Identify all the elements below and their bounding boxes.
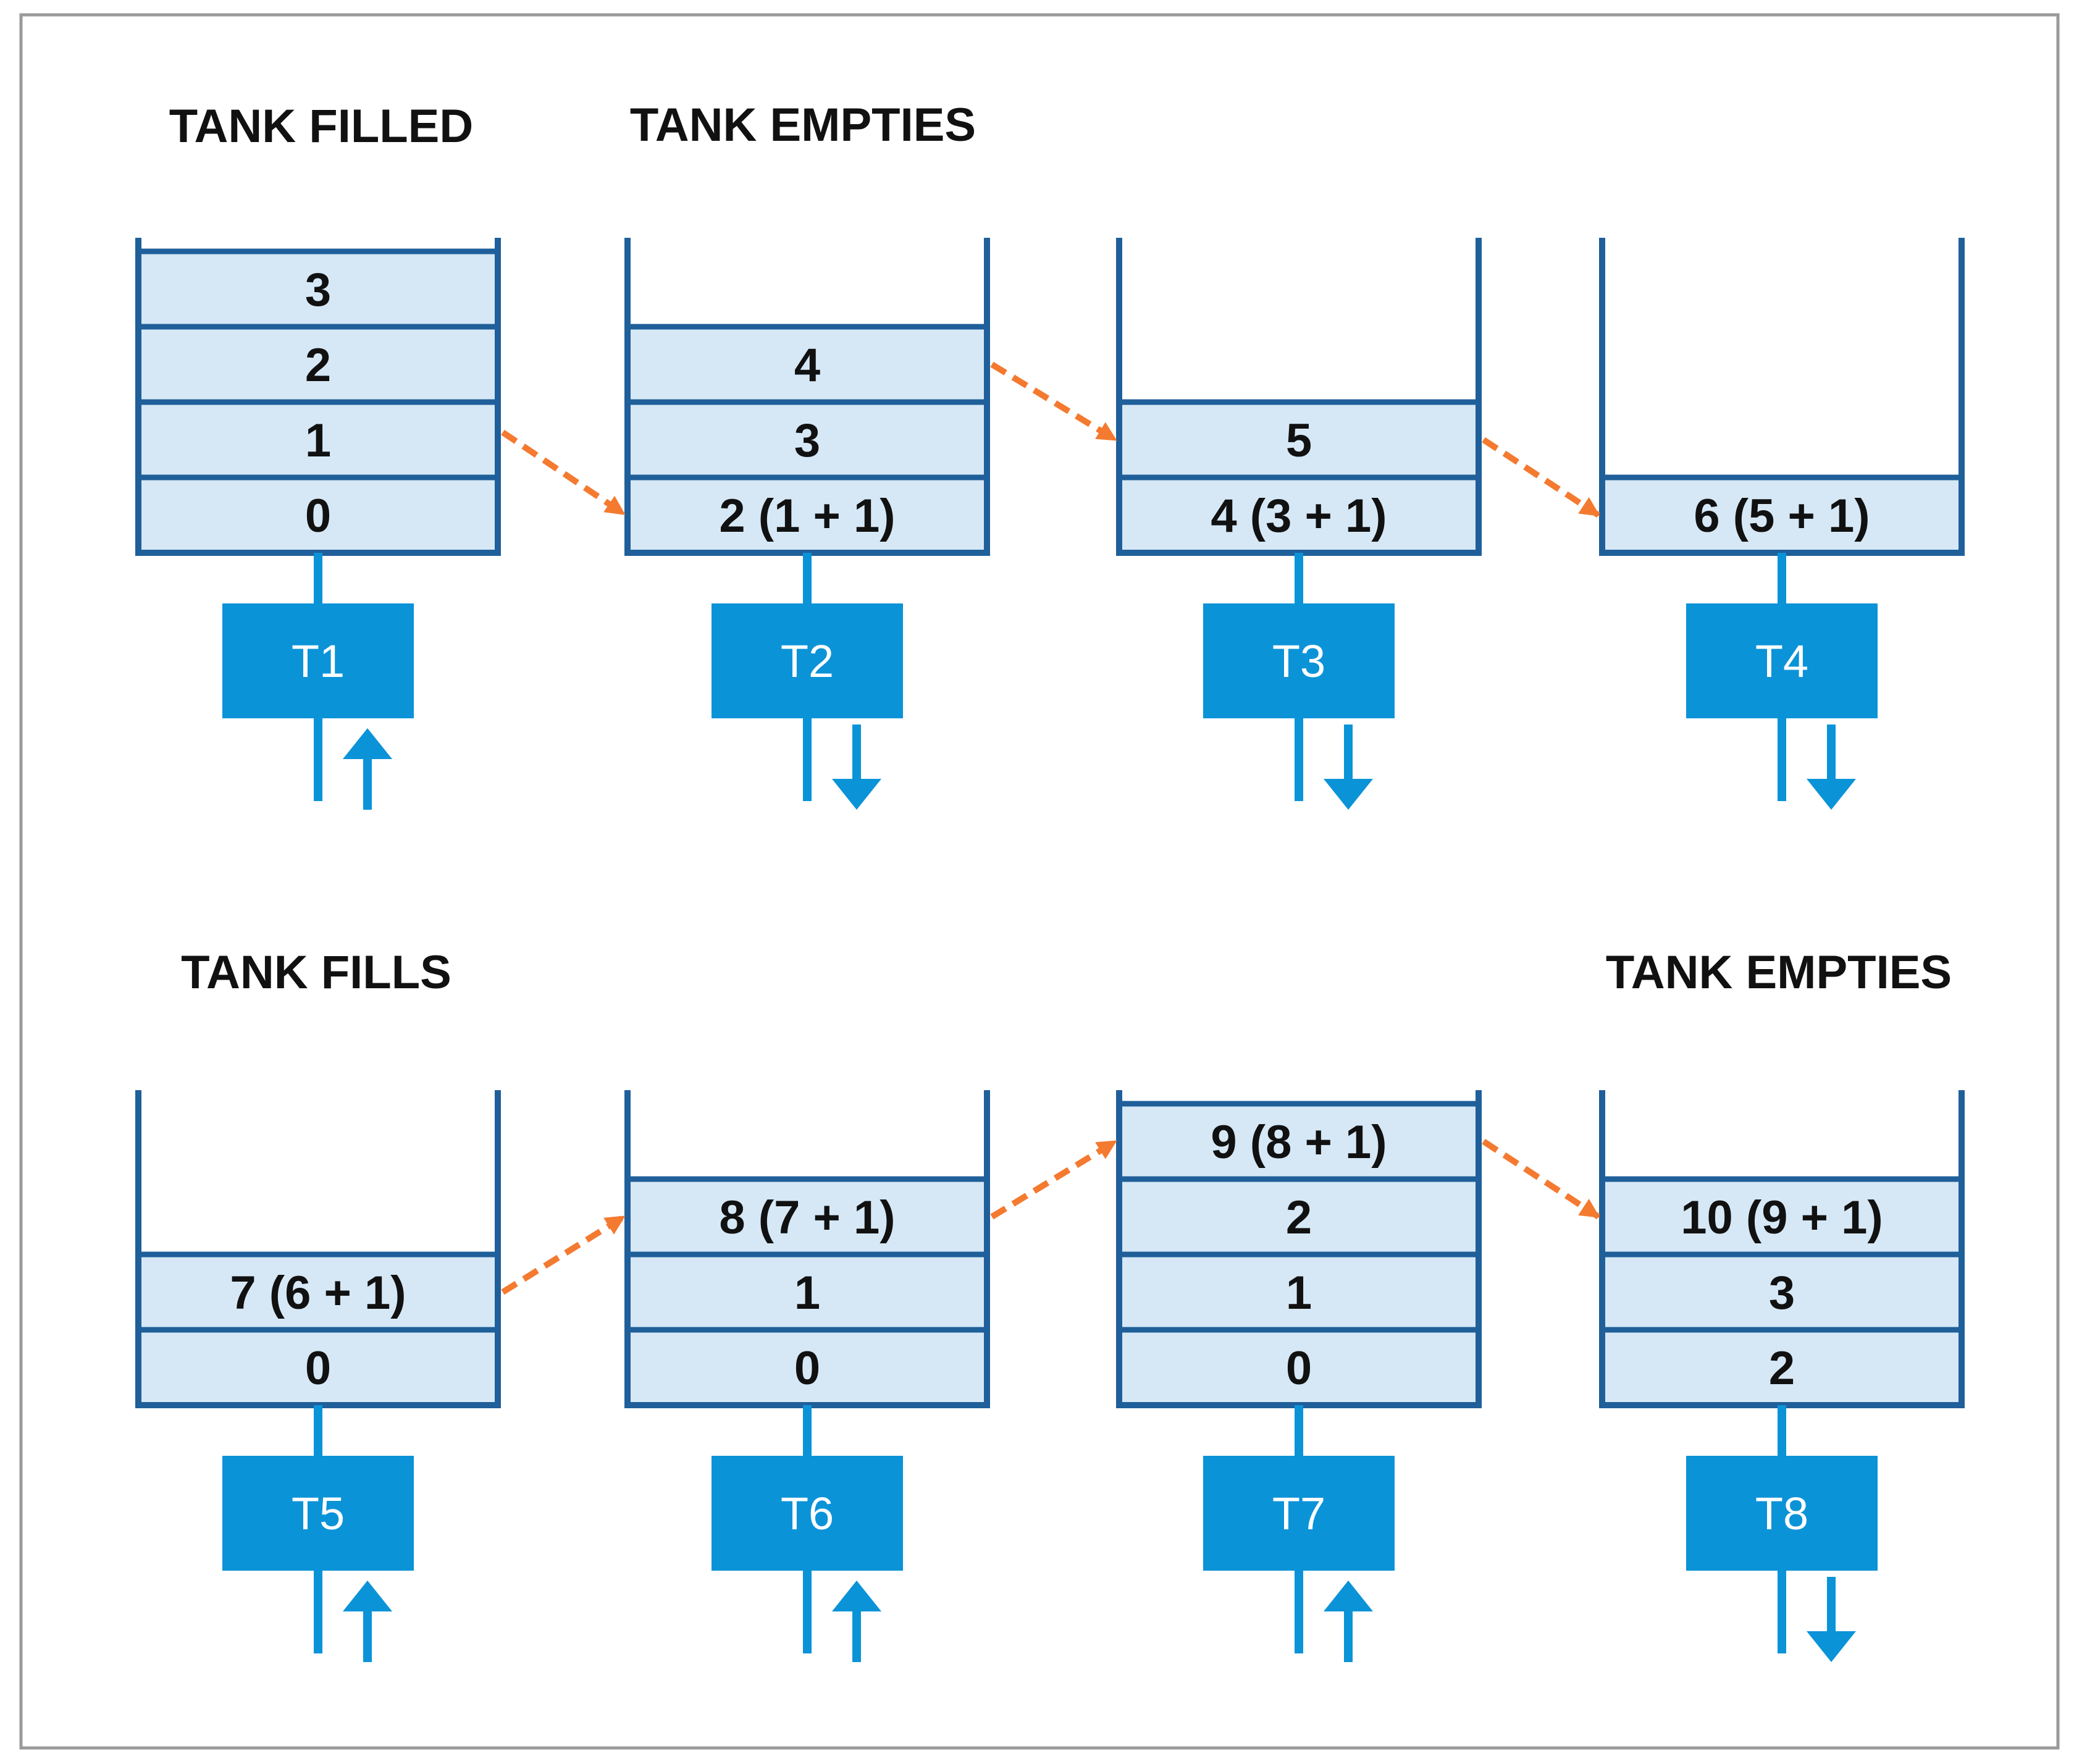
arrow-up-icon [343, 1581, 392, 1611]
tank-layer-label: 4 (3 + 1) [1211, 490, 1387, 542]
tank-layer-label: 9 (8 + 1) [1211, 1116, 1387, 1169]
timer-label: T6 [781, 1488, 834, 1539]
tank-layer-label: 4 [794, 339, 820, 392]
tank-layer-label: 2 [1769, 1342, 1795, 1395]
tank-layer-label: 6 (5 + 1) [1694, 490, 1870, 542]
tank-layer-label: 0 [794, 1342, 820, 1395]
timer-label: T2 [781, 636, 834, 687]
timer-box [1686, 1456, 1878, 1571]
arrow-down-icon [832, 779, 881, 810]
tank-layer-label: 3 [305, 264, 331, 316]
tank-1: 3 2 1 0T1 [135, 238, 501, 810]
timer-label: T8 [1755, 1488, 1808, 1539]
tank-layer-label: 2 [305, 339, 331, 392]
timer-label: T5 [292, 1488, 345, 1539]
timer-box [1203, 1456, 1395, 1571]
tank-layer [624, 474, 990, 556]
tank-layer [1599, 1176, 1965, 1258]
tank-layer-label: 1 [794, 1267, 820, 1319]
arrow-down-icon [1807, 1631, 1856, 1662]
heading-tank-fills: TANK FILLS [181, 946, 451, 999]
tank-layer-label: 3 [1769, 1267, 1795, 1319]
arrow-down-icon [1807, 779, 1856, 810]
transfer-arrow [1482, 437, 1600, 518]
tank-7: 9 (8 + 1) 2 1 0T7 [1116, 1090, 1482, 1662]
tank-layer-label: 0 [305, 490, 331, 542]
tank-layer-label: 10 (9 + 1) [1681, 1191, 1883, 1244]
timer-label: T4 [1755, 636, 1808, 687]
tank-layer-label: 8 (7 + 1) [719, 1191, 895, 1244]
tank-layer-label: 7 (6 + 1) [230, 1267, 406, 1319]
transfer-arrow [1482, 1138, 1600, 1220]
tank-layer-label: 3 [794, 414, 820, 467]
arrow-down-icon [1324, 779, 1373, 810]
tank-8: 10 (9 + 1) 3 2T8 [1599, 1090, 1965, 1662]
tank-layer [1599, 1251, 1965, 1333]
tank-layer-label: 2 [1286, 1191, 1312, 1244]
tank-layer-label: 1 [1286, 1267, 1312, 1319]
timer-box [222, 1456, 414, 1571]
heading-tank-filled: TANK FILLED [169, 100, 474, 153]
heading-tank-empties-bottom: TANK EMPTIES [1606, 946, 1952, 999]
tank-layer-label: 1 [305, 414, 331, 467]
timer-box [712, 603, 903, 718]
tank-layer-label: 0 [1286, 1342, 1312, 1395]
tank-layer [624, 324, 990, 405]
tank-layer-label: 5 [1286, 414, 1312, 467]
timer-label: T3 [1272, 636, 1325, 687]
tank-layer [1116, 399, 1482, 481]
arrow-up-icon [1324, 1581, 1373, 1611]
tank-layer [1116, 1251, 1482, 1333]
transfer-arrows-group [501, 361, 1600, 1295]
timer-box [1203, 603, 1395, 718]
arrow-up-icon [343, 728, 392, 759]
timer-box [222, 603, 414, 718]
heading-tank-empties-top: TANK EMPTIES [630, 99, 976, 151]
timer-label: T7 [1272, 1488, 1325, 1539]
tank-2: 4 3 2 (1 + 1) T2 [624, 238, 990, 810]
timer-box [1686, 603, 1878, 718]
timer-box [712, 1456, 903, 1571]
timer-label: T1 [292, 636, 345, 687]
tank-layer-label: 2 (1 + 1) [719, 490, 895, 542]
arrow-up-icon [832, 1581, 881, 1611]
tank-layer-label: 0 [305, 1342, 331, 1395]
tank-5: 7 (6 + 1) 0T5 [135, 1090, 501, 1662]
tank-3: 5 4 (3 + 1) T3 [1116, 238, 1482, 810]
tank-layer [1599, 1327, 1965, 1408]
tank-6: 8 (7 + 1) 1 0T6 [624, 1090, 990, 1662]
tank-4: 6 (5 + 1) T4 [1599, 238, 1965, 810]
